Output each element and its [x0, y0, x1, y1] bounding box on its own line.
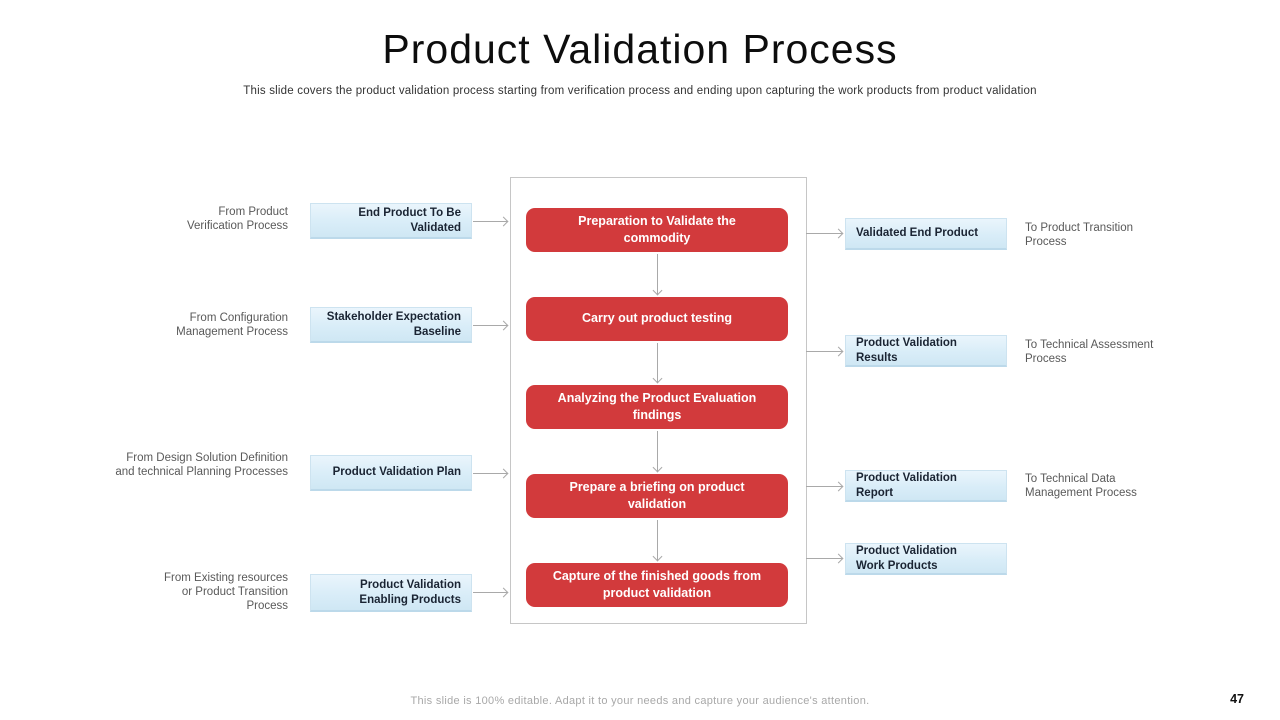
- process-step: Carry out product testing: [526, 297, 788, 341]
- page-subtitle: This slide covers the product validation…: [243, 85, 1037, 97]
- output-label: To Technical Data Management Process: [1025, 473, 1137, 500]
- process-step: Prepare a briefing on product validation: [526, 474, 788, 518]
- input-label: From Existing resources or Product Trans…: [164, 572, 288, 613]
- input-label: From Product Verification Process: [187, 206, 288, 233]
- arrow-right-icon: [473, 325, 508, 326]
- input-box: End Product To Be Validated: [310, 203, 472, 239]
- arrow-down-icon: [657, 520, 658, 561]
- footer-note: This slide is 100% editable. Adapt it to…: [410, 695, 870, 707]
- arrow-right-icon: [473, 473, 508, 474]
- arrow-right-icon: [806, 233, 843, 234]
- process-step: Analyzing the Product Evaluation finding…: [526, 385, 788, 429]
- arrow-right-icon: [806, 558, 843, 559]
- output-label: To Product Transition Process: [1025, 222, 1134, 249]
- input-box: Product Validation Plan: [310, 455, 472, 491]
- process-step: Capture of the finished goods from produ…: [526, 563, 788, 607]
- output-label: To Technical Assessment Process: [1025, 339, 1154, 366]
- process-step: Preparation to Validate the commodity: [526, 208, 788, 252]
- arrow-down-icon: [657, 343, 658, 383]
- arrow-right-icon: [473, 221, 508, 222]
- input-box: Product Validation Enabling Products: [310, 574, 472, 612]
- output-box: Product Validation Report: [845, 470, 1007, 502]
- page-title: Product Validation Process: [382, 26, 898, 72]
- input-label: From Design Solution Definition and tech…: [115, 452, 288, 479]
- arrow-right-icon: [806, 486, 843, 487]
- output-box: Product Validation Work Products: [845, 543, 1007, 575]
- page-number: 47: [1230, 692, 1244, 706]
- input-box: Stakeholder Expectation Baseline: [310, 307, 472, 343]
- output-box: Product Validation Results: [845, 335, 1007, 367]
- output-box: Validated End Product: [845, 218, 1007, 250]
- input-label: From Configuration Management Process: [176, 312, 288, 339]
- arrow-down-icon: [657, 431, 658, 472]
- arrow-right-icon: [806, 351, 843, 352]
- arrow-right-icon: [473, 592, 508, 593]
- arrow-down-icon: [657, 254, 658, 295]
